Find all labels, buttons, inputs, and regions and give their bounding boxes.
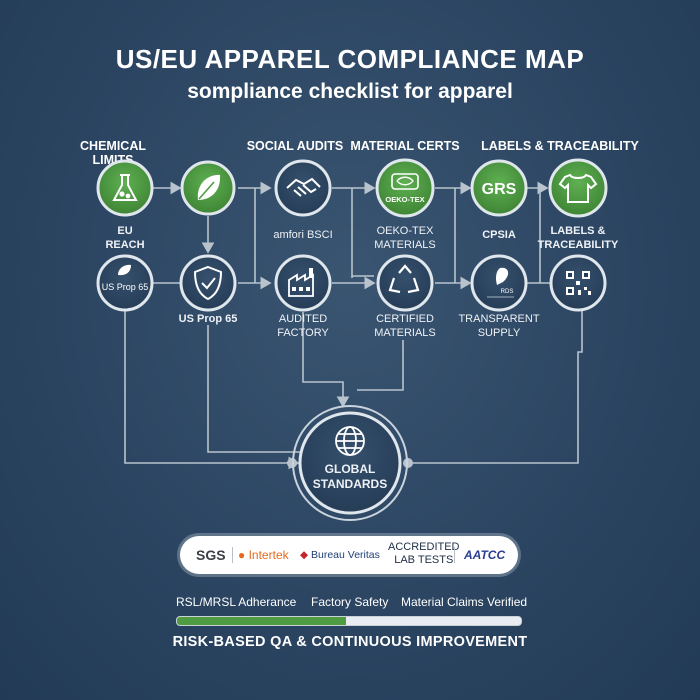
node-oekotex: OEKO-TEX (375, 158, 435, 218)
node-grs: GRS (470, 159, 528, 217)
rds-badge-text: RDS (501, 289, 514, 295)
testing-partners-bar: SGS ● Intertek ◆ Bureau Veritas ACCREDIT… (180, 536, 518, 574)
us-prop65-left-text: US Prop 65 (102, 282, 149, 292)
leaf-icon (197, 174, 221, 200)
column-material-certs: MATERIAL CERTS (350, 139, 460, 153)
node-tshirt (548, 158, 608, 218)
cpsia-label: CPSIA (482, 229, 516, 241)
metric-material-claims: Material Claims Verified (401, 595, 528, 609)
audited-factory-label: AUDITED FACTORY (277, 313, 329, 339)
oekotex-logo-icon (391, 173, 419, 190)
flask-icon (112, 174, 138, 201)
grs-badge-text: GRS (482, 181, 517, 198)
metric-rsl-mrsl: RSL/MRSL Adherance (176, 595, 297, 609)
column-social-audits: SOCIAL AUDITS (246, 139, 344, 153)
metric-factory-safety: Factory Safety (311, 595, 389, 609)
node-leaf (180, 160, 236, 216)
progress-fill (177, 617, 346, 625)
tshirt-icon (558, 173, 598, 203)
node-factory (274, 254, 332, 312)
labels-traceability-label: LABELS & TRACEABILITY (537, 225, 619, 251)
node-global-standards (292, 405, 408, 521)
feather-icon (496, 267, 509, 285)
globe-icon (335, 426, 365, 456)
oekotex-badge-text: OEKO-TEX (385, 195, 424, 204)
page-title: US/EU APPAREL COMPLIANCE MAP (115, 44, 585, 74)
certified-materials-label: CERTIFIED MATERIALS (374, 313, 436, 339)
connector-lines (118, 181, 583, 470)
node-shield (179, 254, 237, 312)
footer-tagline: RISK-BASED QA & CONTINUOUS IMPROVEMENT (172, 634, 528, 650)
oekotex-materials-label: OEKO-TEX MATERIALS (374, 225, 436, 251)
global-standards-label: GLOBAL STANDARDS (312, 462, 388, 491)
column-labels-traceability: LABELS & TRACEABILITY (481, 139, 639, 153)
handshake-icon (286, 177, 321, 197)
compliance-progress-bar (176, 616, 522, 626)
node-handshake (274, 159, 332, 217)
small-leaf-icon (118, 264, 131, 276)
recycle-icon (388, 264, 420, 294)
node-us-prop65-left: US Prop 65 (96, 254, 154, 312)
node-qr-code (549, 254, 607, 312)
eu-reach-label: EU REACH (105, 225, 145, 251)
accredited-lab-tests: ACCREDITED LAB TESTS (388, 541, 460, 566)
transparent-supply-label: TRANSPARENT SUPPLY (458, 313, 540, 339)
node-rds: RDS (470, 254, 528, 312)
intertek-text: Intertek (248, 548, 289, 562)
shield-check-icon (193, 265, 223, 301)
aatcc-logo: AATCC (464, 548, 506, 562)
bureau-veritas-logo: ◆ Bureau Veritas (300, 549, 380, 561)
us-prop65-label: US Prop 65 (178, 313, 238, 325)
page-subtitle: sompliance checklist for apparel (187, 80, 513, 103)
qr-code-icon (566, 271, 591, 295)
intertek-logo: ● Intertek (238, 548, 289, 562)
node-recycle (376, 254, 434, 312)
node-chemical-flask (96, 159, 154, 217)
partner-divider (454, 547, 455, 563)
amfori-label: amfori BSCI (273, 229, 333, 241)
bureau-veritas-text: Bureau Veritas (311, 549, 380, 561)
partner-divider (232, 547, 233, 563)
factory-icon (288, 268, 314, 297)
sgs-logo: SGS (196, 547, 226, 563)
